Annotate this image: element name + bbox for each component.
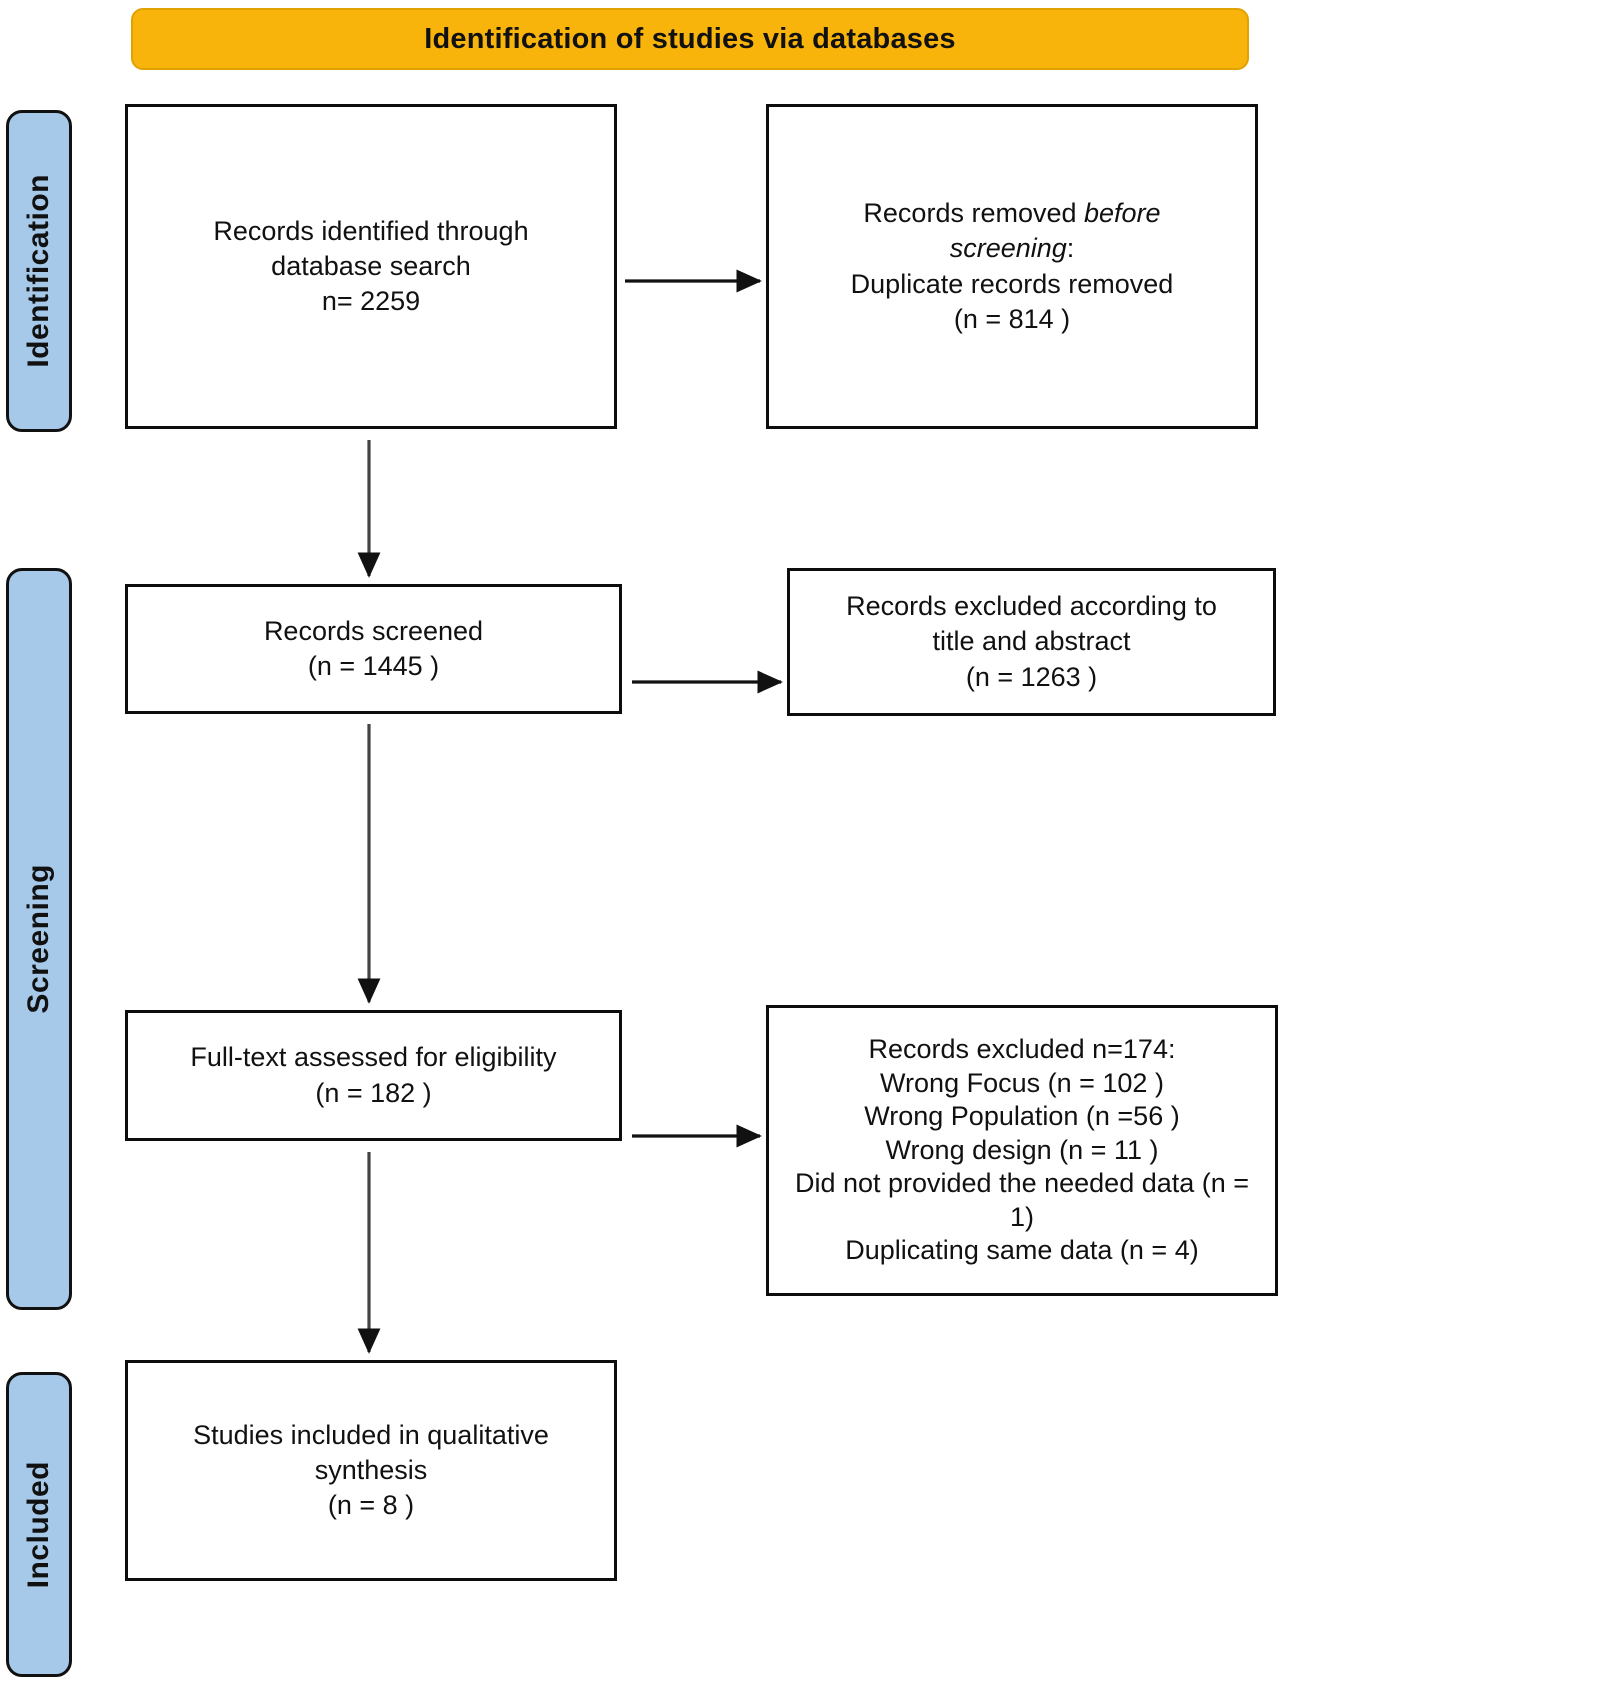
node-records-excluded-screening-line1: Records excluded according to xyxy=(846,591,1217,622)
node-records-removed-line1: Records removed xyxy=(863,198,1085,229)
node-records-excluded-fulltext: Records excluded n=174:Wrong Focus (n = … xyxy=(766,1005,1278,1296)
node-studies-included-line2: synthesis xyxy=(314,1454,428,1485)
node-records-excluded-fulltext-header: Records excluded n=174: xyxy=(868,1034,1176,1065)
node-records-screened: Records screened (n = 1445 ) xyxy=(125,584,622,714)
node-records-screened-text: Records screened (n = 1445 ) xyxy=(264,614,483,684)
node-records-excluded-screening-text: Records excluded according to title and a… xyxy=(846,589,1217,694)
node-records-excluded-fulltext-reason-5: Duplicating same data (n = 4) xyxy=(845,1235,1199,1266)
node-records-removed-emphasis-2: screening xyxy=(949,233,1067,264)
node-records-removed-text: Records removed before screening: Duplicat… xyxy=(851,196,1174,336)
node-studies-included: Studies included in qualitative synthesis… xyxy=(125,1360,617,1581)
node-records-removed: Records removed before screening: Duplicat… xyxy=(766,104,1258,429)
node-records-identified-text: Records identified through database searc… xyxy=(213,214,528,319)
node-records-identified-line1: Records identified through xyxy=(213,215,529,246)
stage-label-screening-text: Screening xyxy=(22,864,55,1014)
node-records-identified: Records identified through database searc… xyxy=(125,104,617,429)
stage-label-included-text: Included xyxy=(22,1460,55,1589)
node-records-excluded-fulltext-reason-4: Did not provided the needed data (n = 1) xyxy=(794,1168,1250,1232)
node-fulltext-assessed-count: (n = 182 ) xyxy=(315,1077,432,1108)
node-fulltext-assessed-line1: Full-text assessed for eligibility xyxy=(190,1042,557,1073)
node-records-identified-count: n= 2259 xyxy=(321,286,421,317)
node-records-excluded-fulltext-reason-3: Wrong design (n = 11 ) xyxy=(885,1134,1159,1165)
node-records-excluded-screening-count: (n = 1263 ) xyxy=(965,661,1098,692)
stage-label-identification-text: Identification xyxy=(22,174,55,368)
node-records-excluded-fulltext-reason-2: Wrong Population (n =56 ) xyxy=(864,1101,1180,1132)
node-fulltext-assessed: Full-text assessed for eligibility (n = 1… xyxy=(125,1010,622,1141)
node-records-identified-line2: database search xyxy=(271,250,471,281)
stage-label-screening: Screening xyxy=(6,568,72,1310)
node-records-excluded-fulltext-text: Records excluded n=174:Wrong Focus (n = … xyxy=(783,1033,1261,1267)
node-records-screened-count: (n = 1445 ) xyxy=(307,651,440,681)
node-studies-included-line1: Studies included in qualitative xyxy=(193,1419,549,1450)
node-records-excluded-screening-line2: title and abstract xyxy=(932,626,1131,657)
node-records-excluded-fulltext-reason-1: Wrong Focus (n = 102 ) xyxy=(880,1067,1164,1098)
node-records-removed-count: (n = 814 ) xyxy=(953,303,1071,334)
node-records-removed-line3: Duplicate records removed xyxy=(850,268,1174,299)
node-records-removed-colon: : xyxy=(1066,233,1075,264)
node-records-removed-emphasis-1: before xyxy=(1084,198,1161,229)
node-records-screened-line1: Records screened xyxy=(263,615,484,646)
header-banner: Identification of studies via databases xyxy=(131,8,1249,70)
stage-label-identification: Identification xyxy=(6,110,72,432)
node-records-excluded-screening: Records excluded according to title and a… xyxy=(787,568,1276,716)
node-studies-included-text: Studies included in qualitative synthesis… xyxy=(193,1418,549,1523)
page-title: Identification of studies via databases xyxy=(424,22,956,55)
stage-label-included: Included xyxy=(6,1372,72,1677)
node-fulltext-assessed-text: Full-text assessed for eligibility (n = 1… xyxy=(190,1040,556,1110)
node-studies-included-count: (n = 8 ) xyxy=(327,1490,415,1521)
